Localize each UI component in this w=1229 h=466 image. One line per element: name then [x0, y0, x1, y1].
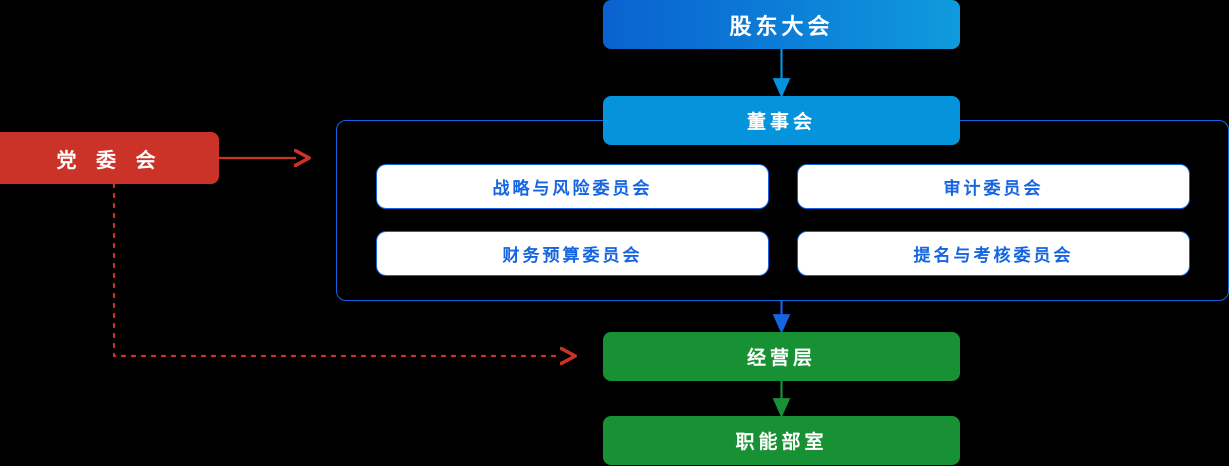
node-board-of-directors[interactable]: 董事会 — [603, 96, 960, 145]
node-shareholders-meeting[interactable]: 股东大会 — [603, 0, 960, 49]
node-functional-departments[interactable]: 职能部室 — [603, 416, 960, 465]
node-party-committee[interactable]: 党 委 会 — [0, 132, 219, 184]
committee-audit[interactable]: 审计委员会 — [797, 164, 1190, 209]
committee-strategy-risk[interactable]: 战略与风险委员会 — [376, 164, 769, 209]
committee-finance-budget[interactable]: 财务预算委员会 — [376, 231, 769, 276]
committee-nomination-assessment[interactable]: 提名与考核委员会 — [797, 231, 1190, 276]
node-management-layer[interactable]: 经营层 — [603, 332, 960, 381]
